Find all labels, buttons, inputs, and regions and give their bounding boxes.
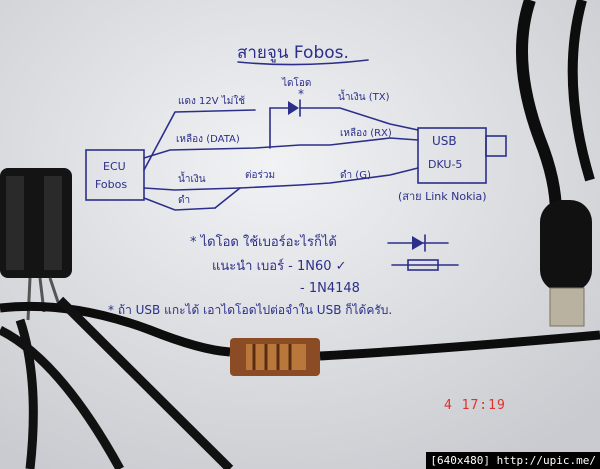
usb-connector-metal bbox=[549, 287, 585, 327]
date-stamp: 4 17:19 bbox=[444, 398, 506, 413]
title-underline bbox=[237, 59, 369, 66]
label-diode: ไดโอด bbox=[281, 76, 311, 89]
dku-label: DKU-5 bbox=[428, 158, 462, 171]
label-black-wire: ดำ bbox=[178, 195, 190, 206]
image-credit: [640x480] http://upic.me/ bbox=[426, 452, 600, 469]
label-red-wire: แดง 12V ไม่ใช้ bbox=[178, 95, 245, 107]
wire-red bbox=[143, 109, 256, 171]
label-rx: เหลือง (RX) bbox=[340, 127, 392, 139]
cable bbox=[319, 330, 600, 361]
note-recommended: แนะนำ เบอร์ - 1N60 ✓ bbox=[212, 258, 347, 274]
label-blue-wire: น้ำเงิน bbox=[178, 171, 206, 185]
cable bbox=[56, 296, 234, 469]
label-ground: ดำ (G) bbox=[340, 170, 371, 181]
ecu-fobos-label: Fobos bbox=[95, 178, 127, 191]
wire-black bbox=[143, 197, 216, 211]
cable bbox=[516, 0, 562, 231]
circuit-component bbox=[246, 344, 306, 370]
note-1n4148: - 1N4148 bbox=[300, 281, 360, 296]
wire-rx bbox=[143, 137, 419, 159]
cable bbox=[15, 318, 38, 469]
connector-ridge bbox=[6, 176, 24, 270]
label-join: ต่อร่วม bbox=[245, 170, 275, 181]
usb-label: USB bbox=[432, 134, 457, 148]
diode-symbol bbox=[288, 101, 299, 115]
cable bbox=[0, 325, 124, 469]
ecu-box bbox=[85, 149, 145, 201]
wire-ground bbox=[143, 167, 419, 191]
sketch-title: สายจูน Fobos. bbox=[237, 43, 349, 63]
wire-join bbox=[214, 187, 241, 209]
ecu-label: ECU bbox=[103, 160, 126, 173]
wire-tx bbox=[269, 107, 419, 149]
circuit-traces bbox=[252, 344, 292, 370]
cable bbox=[0, 301, 231, 357]
cable-note: (สาย Link Nokia) bbox=[398, 190, 487, 203]
note-usb: * ถ้า USB แกะได้ เอาไดโอดไปต่อจำใน USB ก… bbox=[108, 302, 392, 317]
cable bbox=[567, 0, 595, 182]
label-tx: น้ำเงิน (TX) bbox=[338, 89, 390, 103]
label-data-wire: เหลือง (DATA) bbox=[176, 133, 240, 145]
usb-connector-body bbox=[540, 200, 592, 292]
usb-plug bbox=[485, 135, 507, 157]
connector-ridge bbox=[44, 176, 62, 270]
label-diode-star: * bbox=[298, 87, 304, 101]
note-diode-any: * ไดโอด ใช้เบอร์อะไรก็ได้ bbox=[190, 232, 337, 250]
